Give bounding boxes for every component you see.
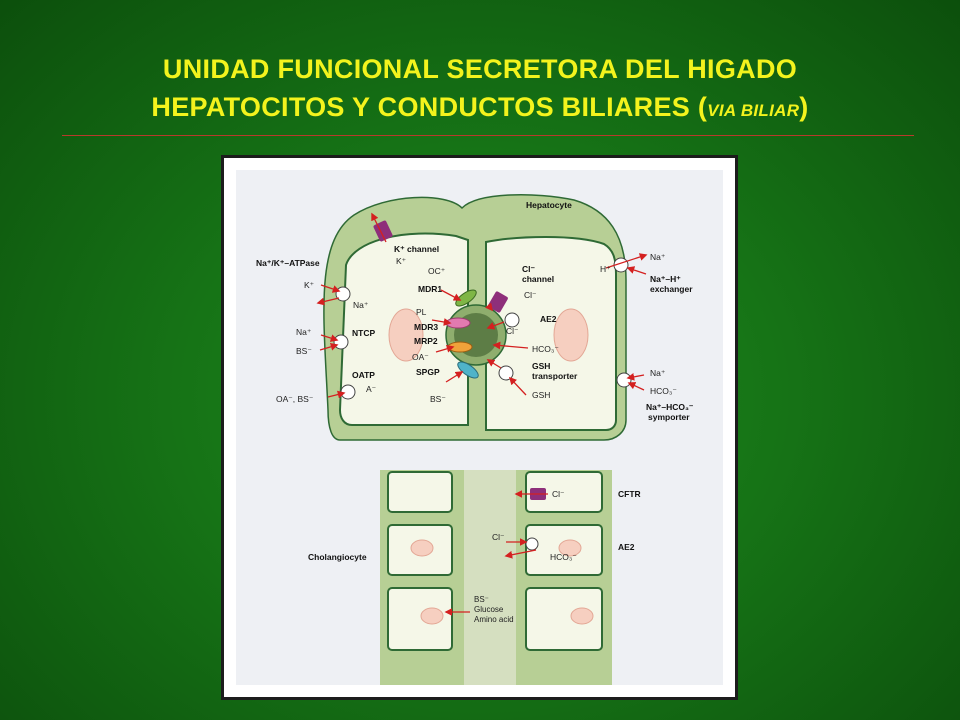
mdr1-transporter-icon [455,289,477,307]
oatp-transporter-icon [340,384,356,400]
title-line-2: HEPATOCITOS Y CONDUCTOS BILIARES (VIA BI… [0,88,960,130]
title-line-2-main: HEPATOCITOS Y CONDUCTOS BILIARES ( [151,92,708,122]
label-mdr3: MDR3 [414,322,438,332]
label-oa-bs: OA⁻, BS⁻ [276,394,314,404]
label-ae2-chol: AE2 [618,542,635,552]
label-na-ntcp: Na⁺ [296,327,312,337]
label-k-left: K⁺ [304,280,315,290]
bile-duct [380,470,612,685]
label-gsh: GSH [532,390,550,400]
title-line-2-close: ) [799,92,809,122]
label-h: H⁺ [600,264,611,274]
cholangiocyte-flux-arrows [444,490,548,616]
label-mdr1: MDR1 [418,284,442,294]
right-hepatocyte-cytoplasm [485,236,617,431]
atpase-pump-icon [335,286,351,302]
label-k-top: K⁺ [396,256,407,266]
label-oc: OC⁺ [428,266,446,276]
cholangiocyte-ae2-icon [525,537,539,551]
ae2-exchanger-icon [504,312,520,328]
cholangiocyte-nucleus [410,539,434,557]
label-na-k-atpase: Na⁺/K⁺–ATPase [256,258,320,268]
title-line-1: UNIDAD FUNCIONAL SECRETORA DEL HIGADO [162,54,798,84]
label-cl-mid: Cl⁻ [492,532,505,542]
figure-frame: Hepatocyte K⁺ channel K⁺ Na⁺/K⁺–ATPase K… [221,155,738,700]
label-k-channel: K⁺ channel [394,244,439,254]
cholangiocyte-nucleus [558,539,582,557]
label-na-bottom: Na⁺ [650,368,666,378]
hepatocyte-labels: Hepatocyte K⁺ channel K⁺ Na⁺/K⁺–ATPase K… [256,200,694,422]
label-na-top: Na⁺ [650,252,666,262]
label-spgp: SPGP [416,367,440,377]
ntcp-transporter-icon [333,334,349,350]
label-gsh-transporter-2: transporter [532,371,578,381]
label-oatp: OATP [352,370,375,380]
label-hco3-right: HCO₃⁻ [650,386,677,396]
label-pl: PL [416,307,427,317]
cholangiocyte-cell [387,471,453,513]
cl-channel-icon [488,291,508,313]
label-cl-a: Cl⁻ [524,290,537,300]
label-bs: BS⁻ [430,394,446,404]
spgp-transporter-icon [457,361,479,379]
label-glucose: Glucose [474,605,504,614]
hepatocyte-flux-arrows [316,212,648,399]
label-ae2: AE2 [540,314,557,324]
label-na-left: Na⁺ [353,300,369,310]
hepatocyte-pair [323,194,627,441]
title-line-2-small: VIA BILIAR [707,101,800,120]
label-hco3-chol: HCO₃⁻ [550,552,577,562]
label-amino-acid: Amino acid [474,615,514,624]
label-bs-chol: BS⁻ [474,595,489,604]
label-symporter-2: symporter [648,412,690,422]
duct-lumen [464,470,516,685]
cholangiocyte-cell [387,587,453,651]
cholangiocyte-labels: Cl⁻ CFTR Cl⁻ HCO₃⁻ AE2 Cholangiocyte BS⁻… [308,489,641,624]
label-mrp2: MRP2 [414,336,438,346]
label-symporter-1: Na⁺–HCO₃⁻ [646,402,694,412]
label-oa: OA⁻ [412,352,429,362]
cholangiocyte-nucleus [570,607,594,625]
label-gsh-transporter-1: GSH [532,361,550,371]
na-hco3-symporter-icon [616,372,632,388]
cholangiocyte-nucleus [420,607,444,625]
label-cholangiocyte: Cholangiocyte [308,552,367,562]
gsh-transporter-icon [498,365,514,381]
label-cftr: CFTR [618,489,641,499]
label-a-minus: A⁻ [366,384,377,394]
label-cl-channel-1: Cl⁻ [522,264,536,274]
left-nucleus [388,308,424,362]
label-exchanger-1: Na⁺–H⁺ [650,274,681,284]
label-cl-top: Cl⁻ [552,489,565,499]
cholangiocyte-cell [525,471,603,513]
label-ntcp: NTCP [352,328,375,338]
label-hepatocyte: Hepatocyte [526,200,572,210]
label-cl-b: Cl⁻ [506,326,519,336]
label-bs-ntcp: BS⁻ [296,346,312,356]
title-divider [62,135,914,136]
label-hco3: HCO₃⁻ [532,344,559,354]
cholangiocyte-cell [525,587,603,651]
label-cl-channel-2: channel [522,274,554,284]
right-nucleus [553,308,589,362]
label-exchanger-2: exchanger [650,284,693,294]
transport-diagram: Hepatocyte K⁺ channel K⁺ Na⁺/K⁺–ATPase K… [236,170,723,685]
slide-title: UNIDAD FUNCIONAL SECRETORA DEL HIGADO HE… [0,50,960,130]
